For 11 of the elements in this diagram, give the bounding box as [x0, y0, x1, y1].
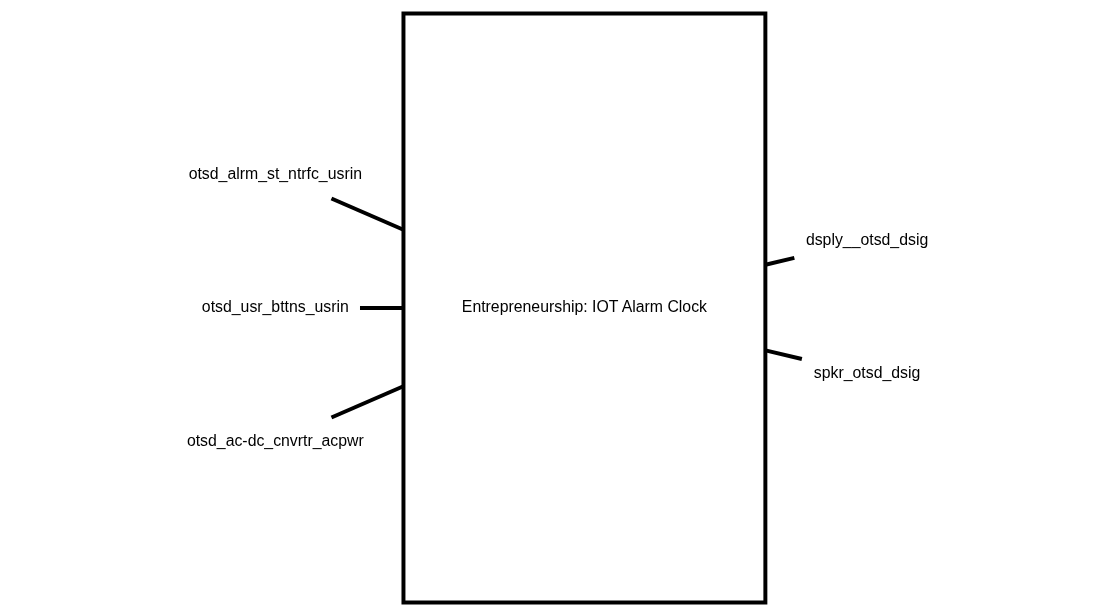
node-text: dsply__otsd_dsig	[805, 230, 928, 248]
node-text: otsd_ac-dc_cnvrtr_acpwr	[186, 431, 364, 449]
connector	[764, 255, 795, 267]
node-text: spkr_otsd_dsig	[813, 364, 920, 382]
connector	[330, 384, 404, 420]
connector	[359, 306, 403, 310]
connector	[330, 196, 404, 232]
node-text: otsd_alrm_st_ntrfc_usrin	[188, 164, 362, 182]
node-text: otsd_usr_bttns_usrin	[201, 298, 349, 316]
node-box: Entrepreneurship: IOT Alarm Clock	[400, 11, 767, 605]
connector	[764, 348, 802, 361]
